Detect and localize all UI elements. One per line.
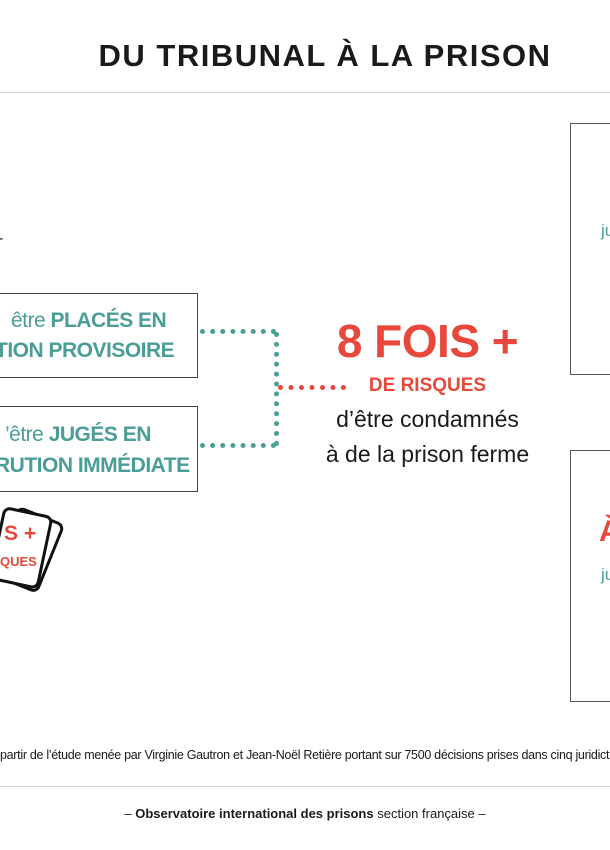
box1-highlight: PLACÉS EN xyxy=(50,309,167,332)
connector-box2 xyxy=(200,443,276,448)
left-edge-mark: - xyxy=(0,230,3,248)
right-card-bottom: À ju xyxy=(570,450,610,702)
box2-pre: ’être xyxy=(5,423,49,446)
stat-big: 8 FOIS + xyxy=(336,315,519,367)
box2-line1: ’être JUGÉS EN xyxy=(5,423,151,447)
footer-organisation: – Observatoire international des prisons… xyxy=(0,806,610,821)
footer-org-section: section française xyxy=(373,806,475,821)
connector-to-stat xyxy=(278,385,346,390)
box1-pre: être xyxy=(11,309,51,332)
right-card-bottom-big: À xyxy=(599,515,610,548)
box2-line2: RUTION IMMÉDIATE xyxy=(0,454,190,477)
stacked-cards-icon xyxy=(0,507,64,592)
stat-line2: à de la prison ferme xyxy=(325,441,530,467)
right-card-top-text: ju xyxy=(601,221,610,240)
box-detention-provisoire: être PLACÉS EN TION PROVISOIRE xyxy=(0,293,198,378)
box1-line2: TION PROVISOIRE xyxy=(0,339,175,362)
page-title: DU TRIBUNAL À LA PRISON xyxy=(98,38,552,73)
cards-text-line1: S + xyxy=(4,522,37,545)
right-card-bottom-small: ju xyxy=(601,565,610,584)
connector-vertical xyxy=(274,332,279,446)
box2-highlight: JUGÉS EN xyxy=(48,423,152,446)
connector-box1 xyxy=(200,329,276,334)
footer-org-name: Observatoire international des prisons xyxy=(135,806,374,821)
stat-line1: d’être condamnés xyxy=(336,406,519,432)
cards-text-line2: QUES xyxy=(0,554,37,569)
right-card-top: ju xyxy=(570,123,610,375)
footer-dash-left: – xyxy=(124,806,132,821)
footer-source-note: partir de l’étude menée par Virginie Gau… xyxy=(0,748,610,762)
footer-dash-right: – xyxy=(478,806,486,821)
footer-divider xyxy=(0,786,610,787)
box1-line1: être PLACÉS EN xyxy=(11,309,167,333)
stat-sub: DE RISQUES xyxy=(368,375,487,396)
box-comparution-immediate: ’être JUGÉS EN RUTION IMMÉDIATE xyxy=(0,406,198,492)
header-divider xyxy=(0,92,610,93)
